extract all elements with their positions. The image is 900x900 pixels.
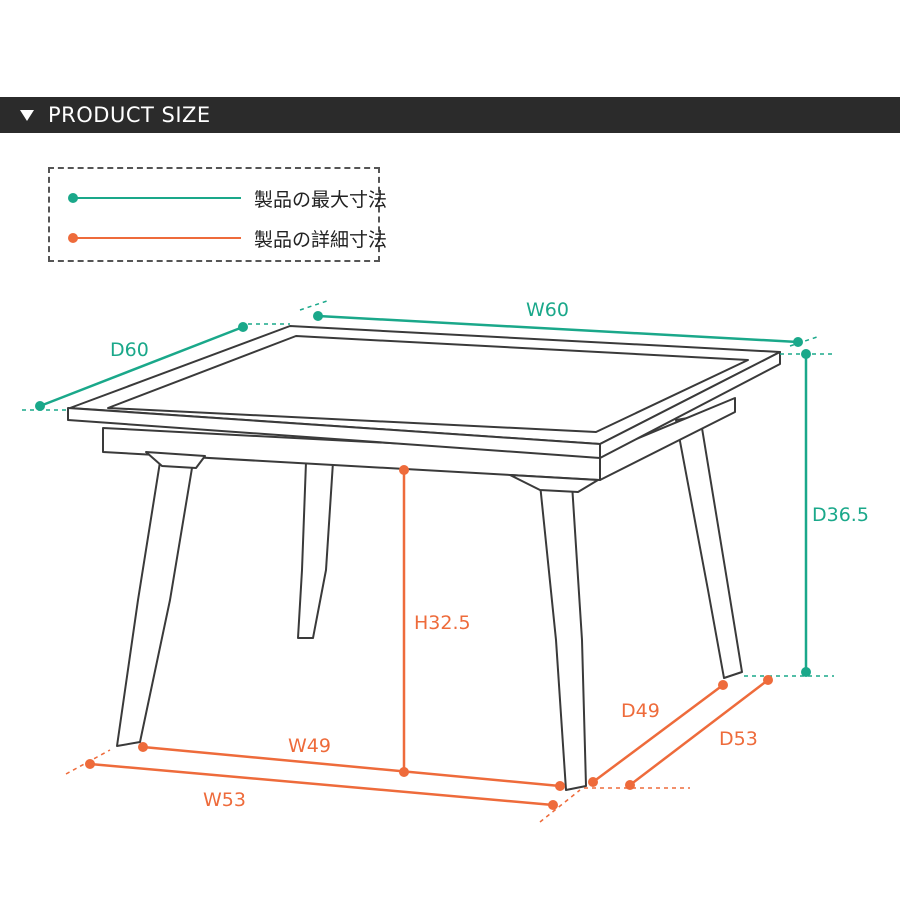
legend-label-detail: 製品の詳細寸法 bbox=[254, 229, 388, 251]
legend-item-max: 製品の最大寸法 bbox=[50, 183, 387, 213]
label-max-height: D36.5 bbox=[812, 504, 869, 526]
dim-line-outer-depth bbox=[629, 679, 769, 786]
dim-dot bbox=[399, 465, 409, 475]
legend-line-detail bbox=[73, 237, 241, 239]
legend: 製品の最大寸法 製品の詳細寸法 bbox=[48, 167, 387, 262]
legend-label-max: 製品の最大寸法 bbox=[254, 189, 388, 211]
dim-dot bbox=[35, 401, 45, 411]
table-corner-block-right bbox=[509, 474, 599, 493]
table-leg-front-right bbox=[539, 483, 587, 791]
legend-line-max bbox=[73, 197, 241, 199]
dim-dot bbox=[588, 777, 598, 787]
triangle-down-icon bbox=[20, 109, 34, 121]
max-extension-lines bbox=[22, 299, 834, 677]
table-leg-back-right bbox=[675, 415, 743, 679]
table-leg-back-left bbox=[297, 461, 334, 639]
label-inner-depth: D49 bbox=[621, 700, 660, 722]
dim-dot bbox=[801, 667, 811, 677]
table-leg-front-left bbox=[116, 461, 194, 747]
table-corner-block-left bbox=[145, 451, 206, 469]
table-top-edge-right bbox=[599, 351, 781, 459]
label-outer-depth: D53 bbox=[719, 728, 758, 750]
dim-dot bbox=[718, 680, 728, 690]
legend-item-detail: 製品の詳細寸法 bbox=[50, 223, 387, 253]
dim-line-outer-width bbox=[89, 762, 554, 807]
dim-dot bbox=[313, 311, 323, 321]
label-inner-width: W49 bbox=[288, 735, 331, 757]
max-dimensions bbox=[35, 311, 811, 677]
dim-dot bbox=[548, 800, 558, 810]
dim-line-max-depth bbox=[39, 325, 244, 408]
dim-dot bbox=[763, 675, 773, 685]
dim-line-inner-width bbox=[142, 745, 561, 788]
dim-dot bbox=[793, 337, 803, 347]
table-top-inner bbox=[107, 335, 749, 433]
dim-dot bbox=[555, 781, 565, 791]
table-apron-right bbox=[599, 397, 736, 481]
detail-extension-lines bbox=[65, 749, 690, 823]
label-max-depth: D60 bbox=[110, 339, 149, 361]
section-header: PRODUCT SIZE bbox=[0, 97, 900, 133]
label-outer-width: W53 bbox=[203, 789, 246, 811]
dim-line-max-width bbox=[317, 314, 799, 344]
detail-dimensions bbox=[85, 465, 773, 810]
label-inner-height: H32.5 bbox=[414, 612, 471, 634]
dim-line-inner-depth bbox=[592, 683, 724, 784]
dim-dot bbox=[138, 742, 148, 752]
table-illustration bbox=[67, 325, 781, 791]
label-max-width: W60 bbox=[526, 299, 569, 321]
section-title: PRODUCT SIZE bbox=[48, 103, 211, 127]
